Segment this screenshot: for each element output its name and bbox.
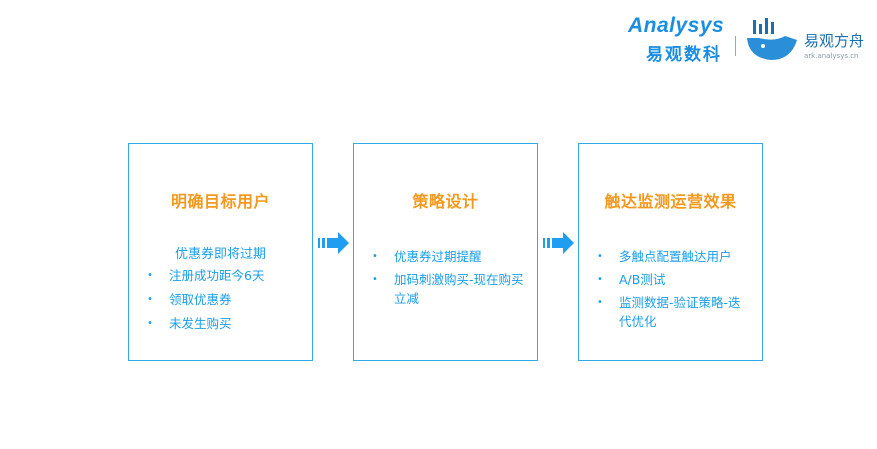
bullet-list: • 优惠券过期提醒 • 加码刺激购买-现在购买立减 — [364, 247, 527, 312]
list-item-text: 领取优惠券 — [169, 292, 232, 307]
list-item-text: 加码刺激购买-现在购买立减 — [394, 272, 524, 306]
bullet-dot: • — [597, 297, 603, 308]
ark-product-url: ark.analysys.cn — [804, 52, 859, 60]
analysys-logo-cn: 易观数科 — [646, 45, 722, 65]
right-arrow-icon — [543, 232, 574, 254]
bullet-dot: • — [147, 318, 153, 329]
step-box-strategy-design: 策略设计 • 优惠券过期提醒 • 加码刺激购买-现在购买立减 — [353, 143, 538, 361]
list-item: • 监测数据-验证策略-迭代优化 — [589, 293, 752, 331]
bullet-dot: • — [147, 270, 153, 281]
list-item-text: 未发生购买 — [169, 316, 232, 331]
list-item: • 注册成功距今6天 — [139, 266, 302, 285]
right-arrow-icon — [318, 232, 349, 254]
list-item-text: 监测数据-验证策略-迭代优化 — [619, 295, 741, 329]
list-item-text: 优惠券过期提醒 — [394, 249, 482, 264]
list-item: • 优惠券过期提醒 — [364, 247, 527, 266]
step-box-target-users: 明确目标用户 优惠券即将过期 • 注册成功距今6天 • 领取优惠券 • 未发生购买 — [128, 143, 313, 361]
step-box-reach-monitor: 触达监测运营效果 • 多触点配置触达用户 • A/B测试 • 监测数据-验证策略-迭代… — [578, 143, 763, 361]
bullet-dot: • — [372, 251, 378, 262]
list-item: • 多触点配置触达用户 — [589, 247, 752, 266]
whale-logo-icon — [747, 18, 797, 60]
ark-product-name: 易观方舟 — [804, 32, 865, 50]
analysys-logo-text: Analysys — [628, 14, 725, 37]
bullet-list: • 注册成功距今6天 • 领取优惠券 • 未发生购买 — [139, 266, 302, 338]
bullet-list: • 多触点配置触达用户 • A/B测试 • 监测数据-验证策略-迭代优化 — [589, 247, 752, 335]
list-item: • 未发生购买 — [139, 314, 302, 333]
step-title: 触达监测运营效果 — [604, 192, 737, 211]
bullet-dot: • — [597, 251, 603, 262]
step-title: 策略设计 — [412, 192, 479, 211]
list-item-text: 注册成功距今6天 — [169, 268, 265, 283]
bullet-dot: • — [147, 294, 153, 305]
list-item: • A/B测试 — [589, 270, 752, 289]
logo-divider — [735, 36, 736, 56]
step-title: 明确目标用户 — [170, 192, 270, 211]
bullet-dot: • — [597, 274, 603, 285]
step-subheading: 优惠券即将过期 — [174, 247, 266, 262]
list-item: • 加码刺激购买-现在购买立减 — [364, 270, 527, 308]
list-item: • 领取优惠券 — [139, 290, 302, 309]
bullet-dot: • — [372, 274, 378, 285]
brand-logo: Analysys 易观数科 易观方舟 ark.analysys.cn — [628, 14, 868, 68]
list-item-text: 多触点配置触达用户 — [619, 249, 732, 264]
list-item-text: A/B测试 — [619, 272, 666, 287]
